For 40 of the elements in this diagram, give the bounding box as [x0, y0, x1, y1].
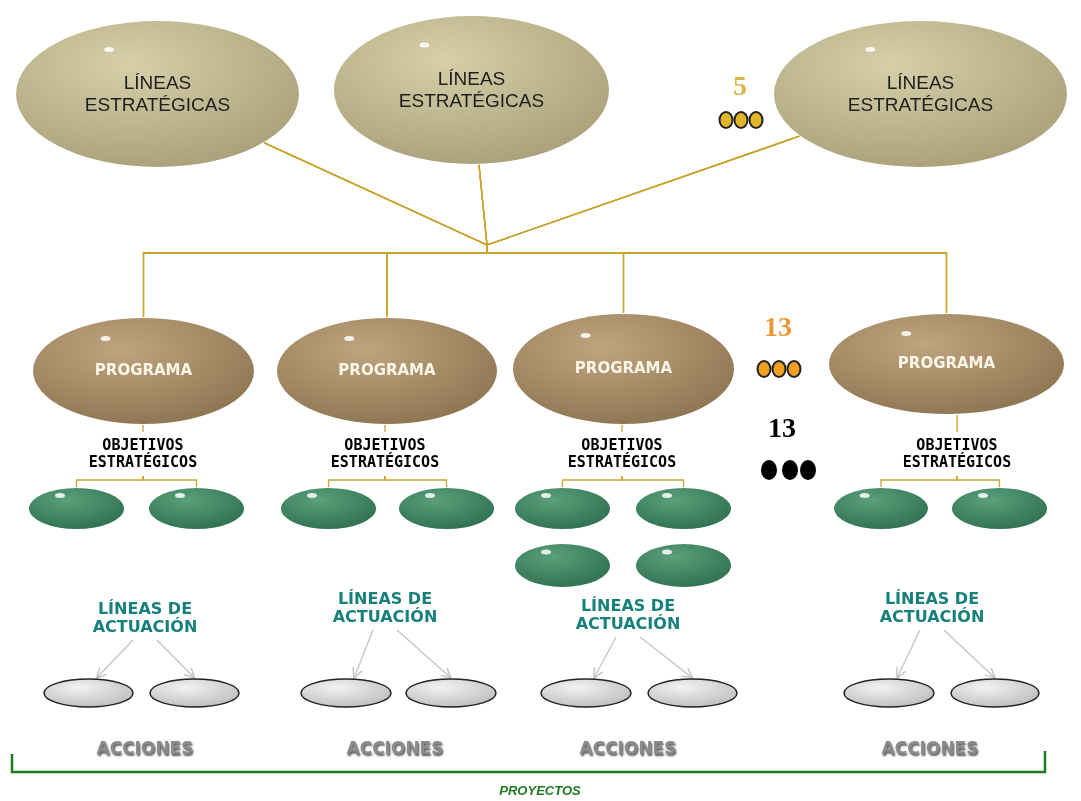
arrow [352, 629, 374, 679]
arrow [943, 629, 996, 679]
text-label: OBJETIVOS ESTRATÉGICOS [87, 436, 199, 472]
node-label: LÍNEAS ESTRATÉGICAS [397, 68, 546, 112]
text-label: LÍNEAS DE ACTUACIÓN [878, 589, 986, 627]
connector-line [486, 135, 948, 314]
text-label: OBJETIVOS ESTRATÉGICOS [901, 436, 1013, 472]
section-label: ACCIONES [881, 738, 979, 758]
connector-line [384, 424, 386, 433]
node-label: PROGRAMA [94, 362, 193, 380]
connector-line [621, 424, 623, 433]
text-label: OBJETIVOS ESTRATÉGICOS [329, 436, 441, 472]
node-label: PROGRAMA [574, 360, 673, 378]
section-label: ACCIONES [346, 738, 444, 758]
arrow [896, 629, 921, 679]
bracket-label: PROYECTOS [499, 782, 581, 798]
arrow [95, 639, 134, 679]
arrow [396, 629, 452, 679]
arrow [639, 636, 694, 679]
node-label: PROGRAMA [897, 355, 996, 373]
connector-line [956, 475, 1001, 488]
section-label: ACCIONES [96, 738, 194, 758]
connector-line [142, 424, 144, 433]
arrow [593, 636, 617, 679]
text-label: OBJETIVOS ESTRATÉGICOS [566, 436, 678, 472]
count-number: 5 [733, 70, 747, 102]
count-number: 13 [768, 412, 796, 444]
count-number: 13 [764, 311, 792, 343]
node-label: LÍNEAS ESTRATÉGICAS [846, 72, 995, 116]
text-label: LÍNEAS DE ACTUACIÓN [91, 599, 199, 637]
node-label: PROGRAMA [338, 362, 436, 380]
connector-line [142, 475, 198, 488]
connector-line [956, 414, 958, 433]
node-label: LÍNEAS ESTRATÉGICAS [83, 72, 232, 116]
section-label: ACCIONES [579, 738, 677, 758]
text-label: LÍNEAS DE ACTUACIÓN [574, 596, 682, 634]
arrow [156, 639, 196, 679]
connector-line [384, 475, 448, 488]
text-label: LÍNEAS DE ACTUACIÓN [331, 589, 439, 627]
connector-line [621, 475, 685, 488]
